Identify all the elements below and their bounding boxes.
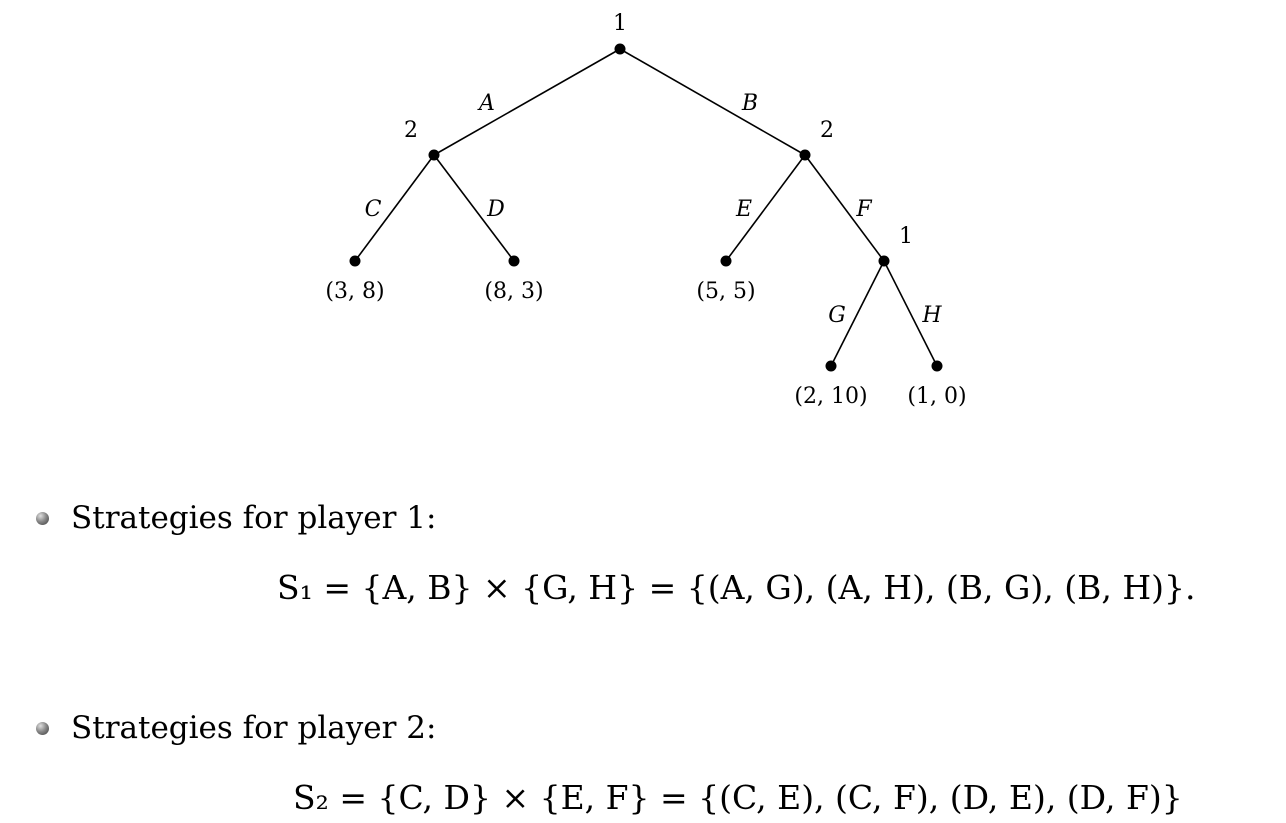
- action-label-F: F: [855, 197, 872, 222]
- leaf-e: [720, 255, 732, 267]
- node-root: [614, 43, 626, 55]
- formula-player1: S₁ = {A, B} × {G, H} = {(A, G), (A, H), …: [277, 568, 1196, 607]
- action-label-G: G: [828, 303, 846, 328]
- edge-G: [830, 260, 885, 367]
- game-tree: 1 2 2 1 A B C D E F G H (3, 8) (8, 3) (5…: [325, 11, 966, 409]
- action-label-A: A: [477, 91, 495, 116]
- leaf-h: [931, 360, 943, 372]
- edge-H: [883, 260, 938, 367]
- player-label-right: 2: [820, 118, 834, 143]
- bullet-icon: [36, 721, 49, 735]
- action-label-H: H: [921, 303, 942, 328]
- node-right: [799, 149, 811, 161]
- action-label-C: C: [365, 197, 382, 222]
- leaf-c: [349, 255, 361, 267]
- leaf-g: [825, 360, 837, 372]
- strategies-item-player2: Strategies for player 2:: [36, 710, 436, 746]
- edge-A: [433, 48, 621, 156]
- edge-C: [354, 154, 435, 262]
- edge-D: [433, 154, 515, 262]
- player-label-left: 2: [404, 118, 418, 143]
- leaf-d: [508, 255, 520, 267]
- bullet-icon: [36, 511, 49, 525]
- edge-E: [725, 154, 806, 262]
- payoff-c: (3, 8): [325, 279, 384, 304]
- edge-B: [619, 48, 806, 156]
- payoff-e: (5, 5): [696, 279, 755, 304]
- action-label-B: B: [741, 91, 758, 116]
- payoff-h: (1, 0): [907, 384, 966, 409]
- edge-F: [804, 154, 885, 262]
- strategies-heading-player1: Strategies for player 1:: [71, 500, 437, 536]
- player-label-root: 1: [613, 11, 627, 36]
- node-left: [428, 149, 440, 161]
- action-label-D: D: [486, 197, 505, 222]
- formula-player2: S₂ = {C, D} × {E, F} = {(C, E), (C, F), …: [293, 778, 1183, 817]
- payoff-g: (2, 10): [794, 384, 867, 409]
- strategies-item-player1: Strategies for player 1:: [36, 500, 436, 536]
- action-label-E: E: [735, 197, 752, 222]
- player-label-f: 1: [899, 224, 913, 249]
- strategies-heading-player2: Strategies for player 2:: [71, 710, 437, 746]
- node-f: [878, 255, 890, 267]
- payoff-d: (8, 3): [484, 279, 543, 304]
